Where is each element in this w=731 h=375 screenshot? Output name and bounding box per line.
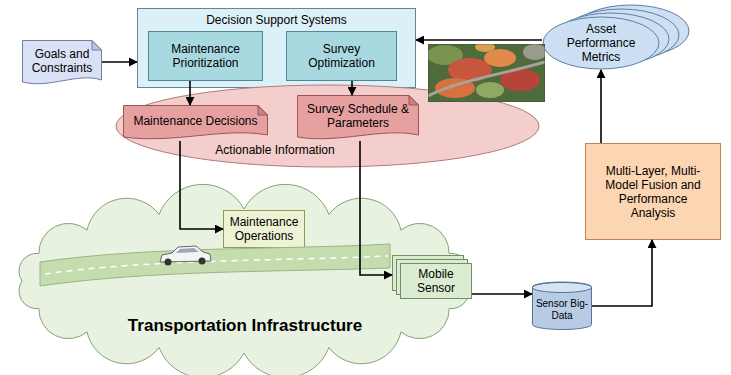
aerial-photo xyxy=(523,44,545,60)
arrow-connector xyxy=(592,240,652,306)
text-area: Goals and Constraints xyxy=(22,40,102,86)
node-label: Mobile Sensor xyxy=(400,267,472,295)
node-label: Sensor Big-Data xyxy=(534,298,590,322)
decision-document: Maintenance Decisions xyxy=(123,105,268,141)
database-cylinder-outline xyxy=(533,283,592,293)
node-label: Decision Support Systems xyxy=(206,13,347,27)
text-area: Asset Performance Metrics xyxy=(563,16,639,70)
decision-document-outline xyxy=(298,96,419,139)
text-area: Survey Optimization xyxy=(287,32,396,80)
node-label: Maintenance Operations xyxy=(228,215,300,243)
arrow-connector xyxy=(600,70,602,143)
analysis-box: Multi-Layer, Multi-Model Fusion and Perf… xyxy=(585,143,721,240)
text-area: Maintenance Prioritization xyxy=(149,32,262,80)
decision-document: Survey Schedule & Parameters xyxy=(297,95,419,141)
node-label: Survey Optimization xyxy=(291,42,392,70)
road-band xyxy=(40,244,390,286)
aerial-photo xyxy=(428,44,545,102)
aerial-photo xyxy=(428,62,545,96)
road-band xyxy=(45,256,388,274)
aerial-photo xyxy=(475,44,495,52)
arrow-connector xyxy=(189,81,191,105)
input-document-outline xyxy=(92,41,102,51)
input-document-outline xyxy=(23,41,102,84)
text-area: Decision Support Systems xyxy=(138,12,415,28)
text-area: Actionable Information xyxy=(205,142,345,158)
metrics-stack: Asset Performance Metrics xyxy=(542,4,692,70)
text-area: Mobile Sensor xyxy=(400,263,472,299)
node-label: Actionable Information xyxy=(215,143,334,157)
arrow-connector xyxy=(360,141,392,275)
node-label: Survey Schedule & Parameters xyxy=(303,102,413,130)
aerial-photo xyxy=(476,82,504,98)
node-label: Multi-Layer, Multi-Model Fusion and Perf… xyxy=(596,164,710,220)
arrow-connector xyxy=(472,293,532,295)
decision-document-outline xyxy=(124,106,268,139)
operations-box: Maintenance Operations xyxy=(223,210,305,248)
system-panel: Decision Support SystemsMaintenance Prio… xyxy=(137,8,416,88)
text-area: Maintenance Operations xyxy=(224,211,304,247)
database-cylinder-outline xyxy=(533,282,592,330)
process-box: Survey Optimization xyxy=(286,31,397,81)
text-area: Sensor Big-Data xyxy=(534,292,590,328)
input-document: Goals and Constraints xyxy=(22,40,102,86)
sensor-stack-outline xyxy=(401,264,472,299)
sensor-stack: Mobile Sensor xyxy=(392,255,472,299)
aerial-photo xyxy=(484,49,516,67)
text-area: Maintenance Decisions xyxy=(123,105,268,141)
arrow-connector xyxy=(416,39,542,41)
node-label: Goals and Constraints xyxy=(26,47,98,75)
arrow-connector xyxy=(351,81,353,95)
metrics-stack-outline xyxy=(543,17,659,69)
process-box: Maintenance Prioritization xyxy=(148,31,263,81)
text-area: Multi-Layer, Multi-Model Fusion and Perf… xyxy=(586,144,720,239)
text-area: Transportation Infrastructure xyxy=(80,315,410,337)
car-icon xyxy=(165,259,172,266)
decision-document-outline xyxy=(409,96,419,106)
node-label: Transportation Infrastructure xyxy=(128,315,362,337)
car-icon xyxy=(160,246,211,266)
road-band xyxy=(40,244,390,286)
text-area: Survey Schedule & Parameters xyxy=(297,95,419,141)
node-label: Asset Performance Metrics xyxy=(563,22,639,64)
car-icon xyxy=(176,248,199,253)
car-icon xyxy=(199,258,206,265)
node-label: Maintenance Decisions xyxy=(133,114,257,128)
aerial-photo xyxy=(428,44,545,102)
node-label: Maintenance Prioritization xyxy=(153,42,258,70)
arrow-connector xyxy=(180,141,223,229)
decision-document-outline xyxy=(258,106,268,116)
arrow-connector xyxy=(102,61,137,63)
database-cylinder: Sensor Big-Data xyxy=(532,282,592,330)
